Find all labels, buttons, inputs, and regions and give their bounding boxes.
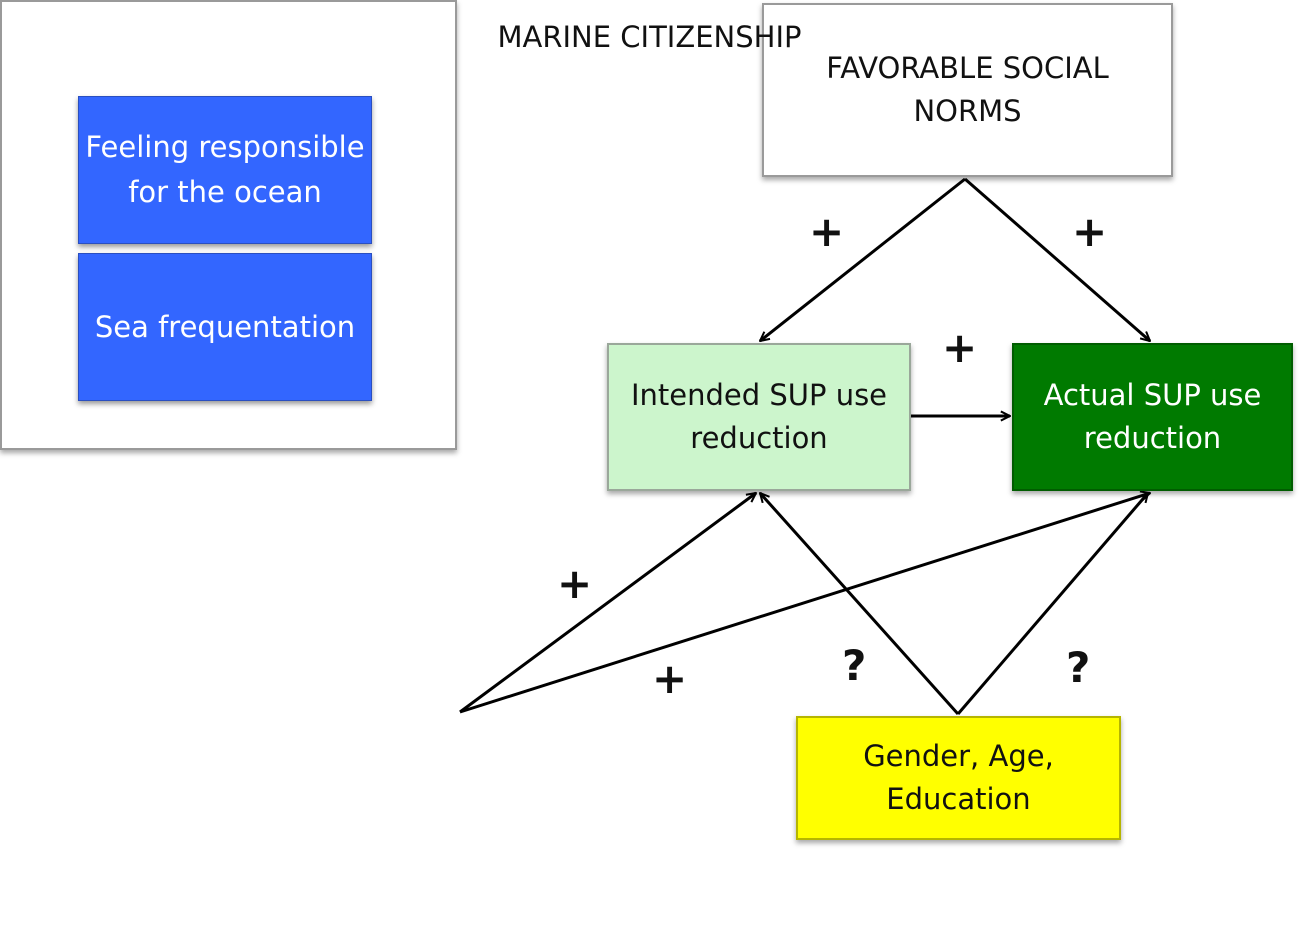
label-demo-to-intended: ? [842, 641, 867, 690]
social-norms-line-1: FAVORABLE SOCIAL [826, 50, 1109, 85]
actual-sup-reduction-box: Actual SUP use reduction [1012, 343, 1293, 491]
sea-frequentation-box: Sea frequentation [78, 253, 372, 401]
intended-line-2: reduction [690, 421, 828, 455]
sea-line-1: Sea [94, 309, 149, 344]
favorable-social-norms-box: FAVORABLE SOCIAL NORMS [762, 3, 1173, 177]
label-demo-to-actual: ? [1066, 643, 1091, 692]
feeling-responsible-box: Feeling responsible for the ocean [78, 96, 372, 244]
intended-sup-reduction-box: Intended SUP use reduction [607, 343, 911, 491]
feeling-line-3: the ocean [177, 175, 322, 209]
arrow-marine-to-actual [459, 493, 1150, 714]
arrow-demo-to-actual [956, 493, 1148, 715]
arrow-social-to-intended [760, 177, 966, 341]
arrow-social-to-actual [964, 177, 1150, 341]
demographics-line-2: Education [886, 782, 1031, 816]
intended-line-1: Intended SUP use [630, 377, 888, 412]
label-marine-to-intended: + [557, 559, 593, 608]
feeling-line-1: Feeling [85, 130, 190, 165]
sea-line-2: frequentation [158, 309, 356, 344]
social-norms-line-2: NORMS [913, 94, 1022, 128]
actual-line-2: reduction [1083, 421, 1222, 455]
label-intended-to-actual: + [942, 323, 978, 372]
label-marine-to-actual: + [652, 654, 688, 703]
demographics-box: Gender, Age, Education [796, 716, 1121, 840]
marine-citizenship-title: MARINE CITIZENSHIP [497, 20, 802, 54]
label-social-to-actual: + [1072, 207, 1108, 256]
feeling-line-2: responsible for [128, 130, 365, 209]
label-social-to-intended: + [809, 207, 845, 256]
demographics-line-1: Gender, Age, [863, 738, 1054, 773]
arrow-demo-to-intended [760, 493, 960, 716]
marine-citizenship-box: MARINE CITIZENSHIP Feeling responsible f… [0, 0, 802, 450]
actual-line-1: Actual SUP use [1043, 377, 1262, 412]
arrow-marine-to-intended [459, 493, 756, 714]
